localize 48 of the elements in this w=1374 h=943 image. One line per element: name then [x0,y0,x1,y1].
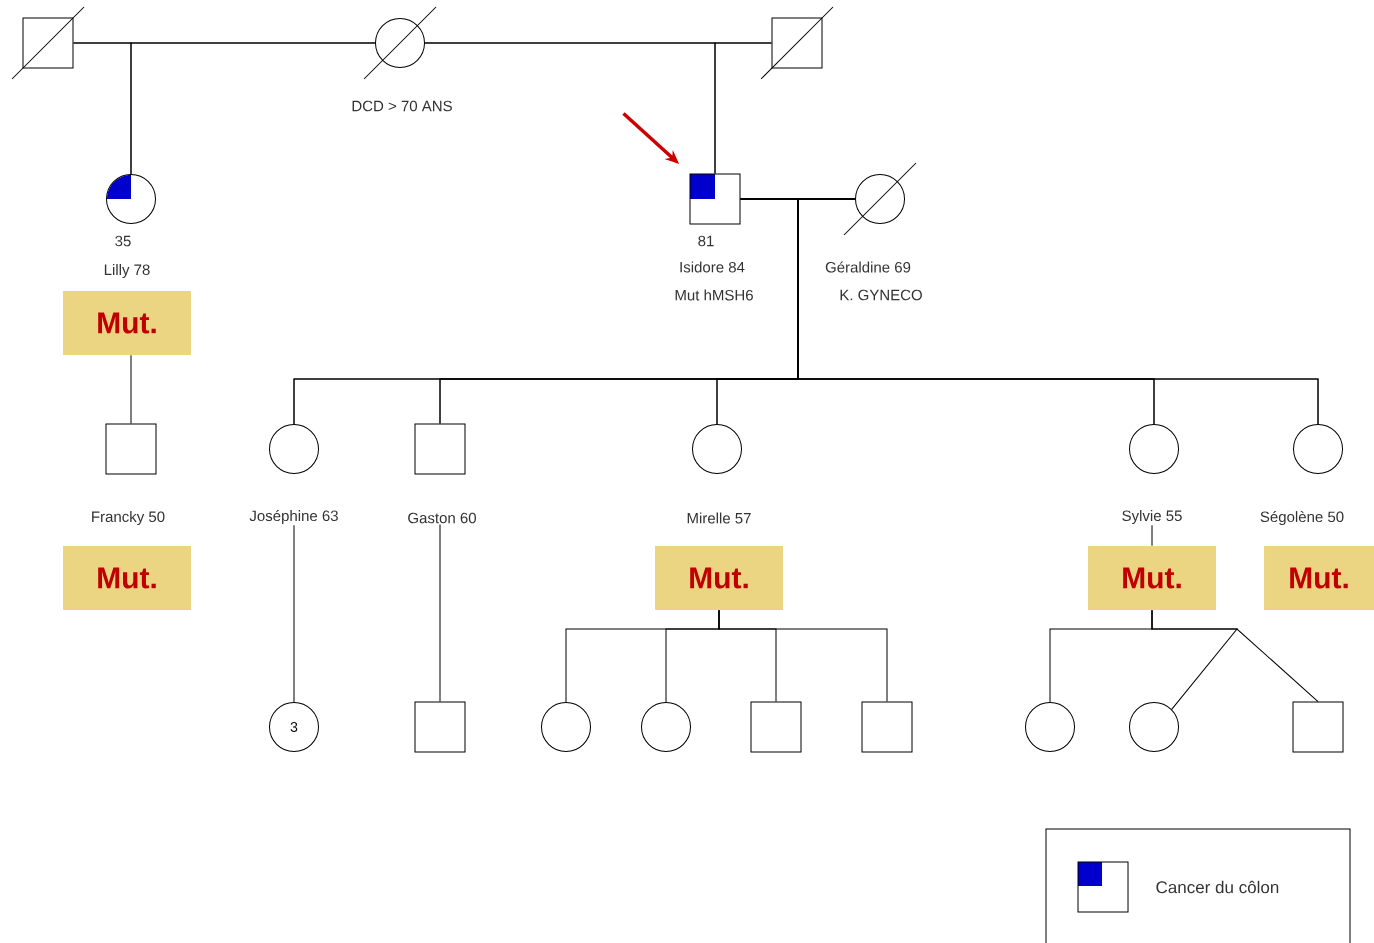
circle-symbol [1293,424,1343,474]
symbol-caption: 81 [698,235,714,247]
affected-circle-symbol [106,174,156,224]
circle-symbol [269,424,319,474]
connector-line [1151,524,1153,547]
mutation-box: Mut. [1088,546,1216,610]
legend-text: Cancer du côlon [1156,880,1279,894]
deceased-circle-symbol [363,6,437,80]
mutation-box: Mut. [655,546,783,610]
symbol-caption: Mut hMSH6 [675,289,753,301]
square-symbol [414,701,466,753]
square-symbol [105,423,157,475]
symbol-caption: Géraldine 69 [825,261,911,273]
deceased-square-symbol [11,6,85,80]
symbol-caption: Ségolène 50 [1260,510,1344,526]
mutation-box: Mut. [63,546,191,610]
connector-line [714,42,772,174]
deceased-circle-symbol [843,162,917,236]
symbol-caption: Francky 50 [92,511,165,525]
symbol-caption: Mirelle 57 [687,512,751,524]
circle-symbol [1025,702,1075,752]
symbol-caption: Gaston 60 [408,512,476,524]
square-symbol [750,701,802,753]
connector-line [439,524,441,702]
mutation-box: Mut. [1264,546,1374,610]
square-symbol [414,423,466,475]
symbol-caption: Lilly 78 [104,264,150,278]
symbol-caption: Sylvie 55 [1122,510,1182,524]
symbol-caption: Isidore 84 [680,261,745,273]
connector-line [1151,609,1319,702]
connector-line [130,42,376,175]
symbol-caption: 35 [115,235,131,247]
mutation-box: Mut. [63,291,191,355]
symbol-caption: Joséphine 63 [249,509,338,525]
square-symbol [1292,701,1344,753]
circle-symbol [692,424,742,474]
connector-line [293,524,295,703]
affected-square-symbol [689,173,741,225]
connector-line [130,354,132,424]
symbol-caption: K. GYNECO [840,289,922,301]
connector-line [718,609,888,702]
circle-symbol [1129,702,1179,752]
circle-symbol [1129,424,1179,474]
circle-symbol [641,702,691,752]
symbol-caption: DCD > 70 ANS [352,100,452,112]
deceased-square-symbol [760,6,834,80]
square-symbol [861,701,913,753]
circle-symbol [541,702,591,752]
